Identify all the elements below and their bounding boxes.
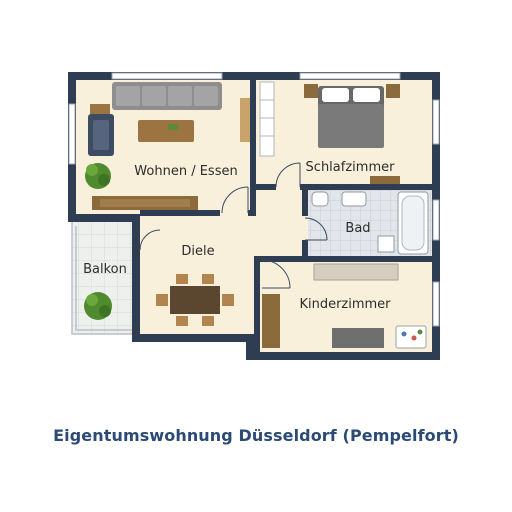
desk bbox=[332, 328, 384, 348]
plant-balkon-icon bbox=[84, 292, 112, 320]
room-label-wohnen: Wohnen / Essen bbox=[134, 164, 237, 179]
schlafzimmer-furniture bbox=[259, 81, 400, 184]
window-wohnen-top bbox=[111, 72, 223, 80]
door-kinderzimmer bbox=[261, 259, 291, 289]
dresser bbox=[370, 176, 400, 184]
door-bad bbox=[304, 217, 328, 241]
door-wohnen bbox=[221, 186, 249, 214]
window-right-schlaf bbox=[432, 99, 440, 145]
wohnen-furniture bbox=[88, 82, 250, 210]
window-schlaf-top bbox=[299, 72, 401, 80]
wardrobe-kinder bbox=[262, 294, 280, 348]
doors bbox=[139, 162, 328, 289]
plant-wohnen-icon bbox=[85, 163, 111, 189]
hallway-floor bbox=[254, 186, 308, 258]
toilet bbox=[311, 191, 329, 207]
bad-fixtures bbox=[311, 191, 429, 255]
toy-box bbox=[395, 325, 427, 349]
door-balkon bbox=[139, 229, 161, 251]
room-label-kinderzimmer: Kinderzimmer bbox=[299, 297, 391, 312]
nightstand-right bbox=[386, 84, 400, 98]
shelf-kinder bbox=[313, 263, 399, 281]
dining-set bbox=[156, 274, 234, 326]
sink bbox=[341, 191, 367, 207]
room-label-bad: Bad bbox=[345, 221, 370, 236]
window-left bbox=[68, 103, 76, 165]
windows bbox=[68, 72, 440, 327]
room-label-balkon: Balkon bbox=[83, 262, 127, 277]
room-label-diele: Diele bbox=[181, 244, 214, 259]
dining-table bbox=[170, 286, 220, 314]
floor-plan: Wohnen / Essen Schlafzimmer Bad Diele Ba… bbox=[68, 72, 440, 360]
door-schlafzimmer bbox=[275, 162, 301, 188]
room-label-schlafzimmer: Schlafzimmer bbox=[306, 160, 396, 175]
kinderzimmer-furniture bbox=[262, 263, 427, 349]
wardrobe-schlaf bbox=[259, 81, 275, 157]
nightstand-left bbox=[304, 84, 318, 98]
coffee-table bbox=[138, 120, 194, 142]
window-right-kinder bbox=[432, 281, 440, 327]
plan-caption: Eigentumswohnung Düsseldorf (Pempelfort) bbox=[53, 426, 459, 445]
balkon-railing bbox=[71, 222, 132, 335]
window-right-bad bbox=[432, 199, 440, 241]
washer bbox=[377, 235, 395, 253]
side-table bbox=[90, 104, 110, 114]
wardrobe-wohnen bbox=[240, 98, 250, 142]
